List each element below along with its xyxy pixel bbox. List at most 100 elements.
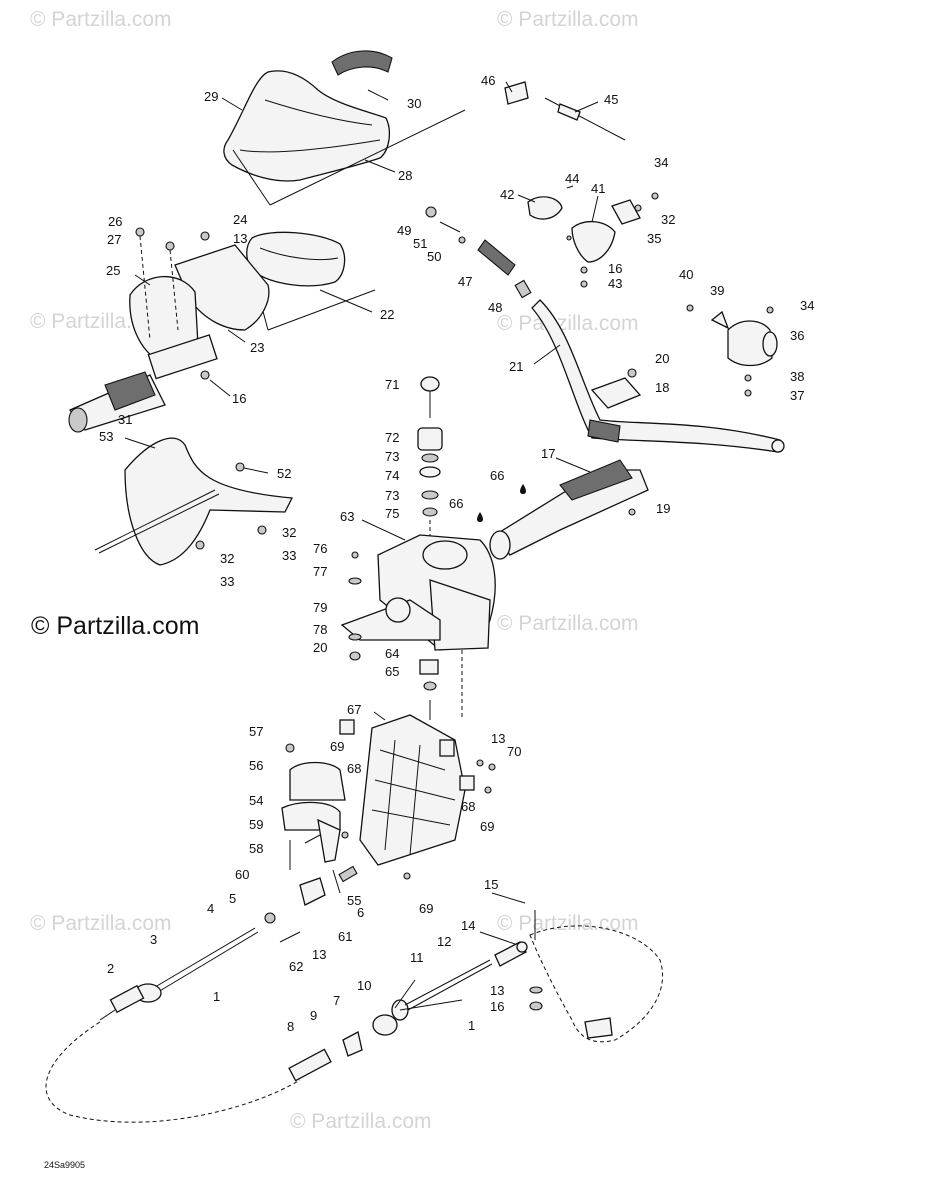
callout-label: 14 bbox=[461, 918, 475, 933]
right-switch-housing bbox=[686, 304, 778, 397]
callout-label: 34 bbox=[800, 298, 814, 313]
callout-label: 45 bbox=[604, 92, 618, 107]
callout-label: 5 bbox=[229, 891, 236, 906]
callout-label: 77 bbox=[313, 564, 327, 579]
callout-label: 6 bbox=[357, 905, 364, 920]
callouts: 29 30 46 45 28 34 44 42 41 32 35 26 24 2… bbox=[99, 73, 814, 1034]
callout-label: 27 bbox=[107, 232, 121, 247]
callout-label: 52 bbox=[277, 466, 291, 481]
callout-label: 54 bbox=[249, 793, 263, 808]
callout-label: 30 bbox=[407, 96, 421, 111]
callout-label: 33 bbox=[282, 548, 296, 563]
callout-label: 79 bbox=[313, 600, 327, 615]
callout-label: 29 bbox=[204, 89, 218, 104]
callout-label: 23 bbox=[250, 340, 264, 355]
callout-label: 15 bbox=[484, 877, 498, 892]
callout-label: 74 bbox=[385, 468, 399, 483]
callout-label: 20 bbox=[313, 640, 327, 655]
callout-label: 13 bbox=[233, 231, 247, 246]
callout-label: 78 bbox=[313, 622, 327, 637]
callout-label: 1 bbox=[213, 989, 220, 1004]
callout-label: 10 bbox=[357, 978, 371, 993]
callout-label: 44 bbox=[565, 171, 579, 186]
steering-stem bbox=[417, 376, 649, 560]
callout-label: 39 bbox=[710, 283, 724, 298]
callout-label: 43 bbox=[608, 276, 622, 291]
callout-label: 55 bbox=[347, 893, 361, 908]
callout-label: 70 bbox=[507, 744, 521, 759]
callout-label: 51 bbox=[413, 236, 427, 251]
callout-label: 2 bbox=[107, 961, 114, 976]
callout-label: 65 bbox=[385, 664, 399, 679]
callout-label: 60 bbox=[235, 867, 249, 882]
callout-label: 59 bbox=[249, 817, 263, 832]
callout-label: 66 bbox=[490, 468, 504, 483]
callout-label: 16 bbox=[232, 391, 246, 406]
callout-label: 66 bbox=[449, 496, 463, 511]
watermark: © Partzilla.com bbox=[497, 312, 639, 335]
callout-label: 16 bbox=[490, 999, 504, 1014]
watermark: © Partzilla.com bbox=[497, 8, 639, 31]
callout-label: 28 bbox=[398, 168, 412, 183]
callout-label: 11 bbox=[410, 950, 424, 965]
callout-label: 18 bbox=[655, 380, 669, 395]
callout-label: 72 bbox=[385, 430, 399, 445]
callout-label: 61 bbox=[338, 929, 352, 944]
steering-housing bbox=[340, 534, 496, 720]
callout-label: 40 bbox=[679, 267, 693, 282]
handlebar-tube bbox=[531, 299, 785, 453]
callout-label: 41 bbox=[591, 181, 605, 196]
callout-label: 69 bbox=[480, 819, 494, 834]
callout-label: 38 bbox=[790, 369, 804, 384]
callout-label: 1 bbox=[468, 1018, 475, 1033]
callout-label: 34 bbox=[654, 155, 668, 170]
callout-label: 13 bbox=[490, 983, 504, 998]
callout-label: 20 bbox=[655, 351, 669, 366]
callout-label: 69 bbox=[330, 739, 344, 754]
support-bracket bbox=[339, 714, 496, 880]
watermark: © Partzilla.com bbox=[30, 912, 172, 935]
callout-label: 68 bbox=[461, 799, 475, 814]
handlebar-cover-upper bbox=[223, 50, 466, 206]
callout-label: 31 bbox=[118, 412, 132, 427]
right-grip-parts bbox=[425, 81, 659, 299]
callout-label: 24 bbox=[233, 212, 247, 227]
callout-label: 63 bbox=[340, 509, 354, 524]
callout-label: 22 bbox=[380, 307, 394, 322]
copyright-notice: © Partzilla.com bbox=[31, 612, 200, 640]
callout-label: 32 bbox=[220, 551, 234, 566]
callout-label: 4 bbox=[207, 901, 214, 916]
callout-label: 46 bbox=[481, 73, 495, 88]
callout-label: 50 bbox=[427, 249, 441, 264]
callout-label: 71 bbox=[385, 377, 399, 392]
callout-label: 57 bbox=[249, 724, 263, 739]
callout-label: 13 bbox=[312, 947, 326, 962]
callout-label: 62 bbox=[289, 959, 303, 974]
callout-label: 68 bbox=[347, 761, 361, 776]
callout-label: 69 bbox=[419, 901, 433, 916]
callout-label: 3 bbox=[150, 932, 157, 947]
drawing-code: 24Sa9905 bbox=[44, 1160, 86, 1170]
callout-label: 33 bbox=[220, 574, 234, 589]
callout-label: 12 bbox=[437, 934, 451, 949]
watermark: © Partzilla.com bbox=[30, 8, 172, 31]
callout-label: 19 bbox=[656, 501, 670, 516]
callout-label: 75 bbox=[385, 506, 399, 521]
callout-label: 7 bbox=[333, 993, 340, 1008]
callout-label: 17 bbox=[541, 446, 555, 461]
watermark: © Partzilla.com bbox=[497, 912, 639, 935]
left-grip-assembly bbox=[68, 227, 376, 433]
callout-label: 73 bbox=[385, 488, 399, 503]
callout-label: 32 bbox=[661, 212, 675, 227]
callout-label: 67 bbox=[347, 702, 361, 717]
callout-label: 35 bbox=[647, 231, 661, 246]
callout-label: 26 bbox=[108, 214, 122, 229]
callout-label: 49 bbox=[397, 223, 411, 238]
callout-label: 25 bbox=[106, 263, 120, 278]
callout-label: 16 bbox=[608, 261, 622, 276]
throttle-cover bbox=[94, 437, 294, 566]
callout-label: 13 bbox=[491, 731, 505, 746]
callout-label: 76 bbox=[313, 541, 327, 556]
callout-label: 32 bbox=[282, 525, 296, 540]
